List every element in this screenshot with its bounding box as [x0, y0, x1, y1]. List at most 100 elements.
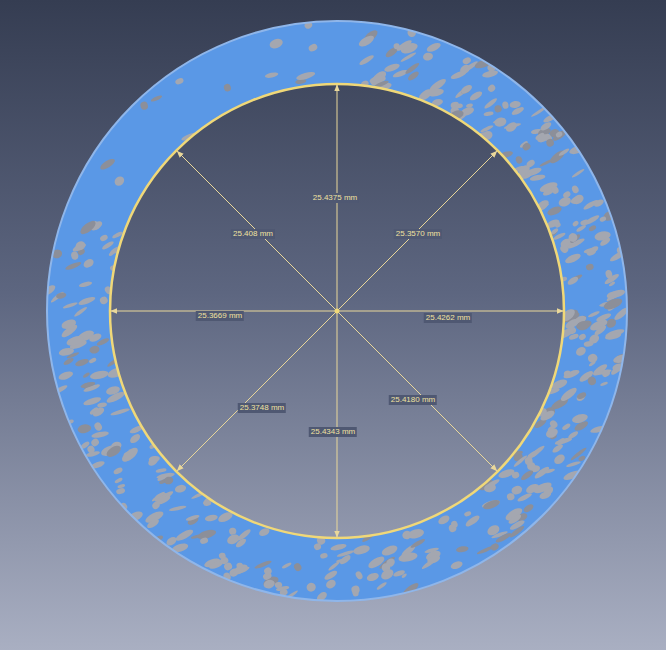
deviation-patch: [450, 520, 458, 529]
deviation-patch: [548, 419, 558, 430]
deviation-patch: [464, 514, 481, 529]
deviation-patch: [558, 147, 570, 157]
deviation-patch: [223, 83, 232, 92]
deviation-patch: [563, 370, 571, 377]
dimension-arrow: [337, 151, 497, 311]
deviation-patch: [60, 318, 77, 331]
deviation-patch: [506, 493, 515, 501]
deviation-patch: [99, 295, 109, 305]
deviation-patch: [383, 62, 400, 73]
deviation-patch: [174, 484, 187, 494]
deviation-patch: [380, 543, 399, 557]
deviation-patch: [605, 269, 614, 279]
deviation-patch: [583, 247, 598, 254]
deviation-patch: [114, 477, 123, 484]
deviation-patch: [99, 234, 109, 243]
deviation-patch: [305, 582, 317, 593]
deviation-patch: [155, 494, 172, 506]
deviation-patch: [590, 424, 609, 434]
deviation-patch: [155, 468, 167, 474]
deviation-patch: [410, 538, 426, 550]
deviation-patch: [236, 528, 252, 542]
deviation-patch: [576, 391, 587, 400]
deviation-patch: [82, 257, 95, 269]
deviation-patch: [401, 573, 408, 579]
deviation-patch: [400, 51, 417, 63]
deviation-patch: [515, 155, 523, 164]
dimension-label: 25.4180 mm: [389, 395, 437, 405]
deviation-patch: [566, 460, 582, 468]
dimension-label: 25.4375 mm: [311, 193, 359, 203]
deviation-patch: [570, 446, 588, 461]
deviation-patch: [572, 220, 580, 227]
deviation-patch: [398, 551, 419, 563]
deviation-patch: [140, 101, 149, 111]
deviation-patch: [526, 462, 535, 471]
deviation-patch: [218, 552, 226, 559]
deviation-patch: [559, 307, 577, 324]
deviation-patch: [460, 83, 474, 95]
deviation-patch: [268, 37, 284, 50]
deviation-patch: [407, 527, 426, 540]
deviation-patch: [571, 185, 580, 195]
deviation-patch: [587, 310, 600, 318]
deviation-patch: [223, 561, 234, 571]
deviation-patch: [55, 292, 66, 300]
deviation-patch: [126, 509, 144, 523]
deviation-patch: [450, 69, 468, 81]
deviation-patch: [263, 566, 273, 576]
deviation-patch: [324, 578, 337, 590]
inner-fit-circle: [110, 84, 564, 538]
deviation-patch: [174, 528, 194, 543]
deviation-patch: [57, 370, 74, 382]
deviation-patch: [511, 471, 520, 479]
deviation-patch: [146, 517, 161, 529]
deviation-patch: [351, 585, 361, 595]
deviation-patch: [468, 90, 483, 102]
deviation-patch: [604, 331, 622, 341]
deviation-patch: [575, 391, 587, 402]
deviation-patch: [263, 579, 276, 590]
deviation-patch: [584, 214, 601, 226]
deviation-patch: [521, 141, 532, 151]
deviation-patch: [566, 275, 579, 286]
dimension-arrow: [337, 311, 497, 471]
deviation-patch: [551, 185, 560, 195]
deviation-patch: [85, 450, 100, 458]
deviation-patch: [494, 105, 503, 114]
dimension-label: 25.4343 mm: [309, 427, 357, 437]
scan-deviation-patches: [41, 20, 630, 603]
deviation-patch: [588, 224, 597, 232]
deviation-patch: [80, 381, 96, 389]
deviation-patch: [585, 263, 594, 271]
deviation-patch: [147, 455, 161, 468]
deviation-patch: [113, 466, 124, 475]
deviation-patch: [105, 444, 123, 460]
center-point: [335, 309, 340, 314]
deviation-patch: [199, 537, 209, 545]
deviation-patch: [483, 111, 494, 117]
deviation-patch: [320, 552, 329, 559]
dimension-label: 25.3748 mm: [238, 403, 286, 413]
deviation-patch: [116, 487, 126, 495]
deviation-patch: [77, 423, 92, 434]
deviation-patch: [354, 570, 364, 580]
deviation-patch: [70, 251, 79, 261]
deviation-patch: [509, 100, 521, 109]
dimension-arrow: [177, 311, 337, 471]
deviation-patch: [323, 569, 338, 582]
deviation-patch: [502, 101, 510, 110]
deviation-patch: [571, 412, 589, 424]
deviation-patch: [570, 195, 584, 206]
deviation-patch: [93, 421, 103, 432]
deviation-patch: [513, 454, 528, 468]
dimension-arrow: [337, 311, 338, 537]
deviation-patch: [559, 386, 579, 404]
deviation-patch: [425, 41, 441, 54]
deviation-patch: [264, 71, 278, 79]
deviation-patch: [148, 455, 160, 463]
ring-outer-edge: [47, 21, 627, 601]
deviation-patch: [608, 281, 615, 287]
deviation-patch: [236, 562, 244, 569]
